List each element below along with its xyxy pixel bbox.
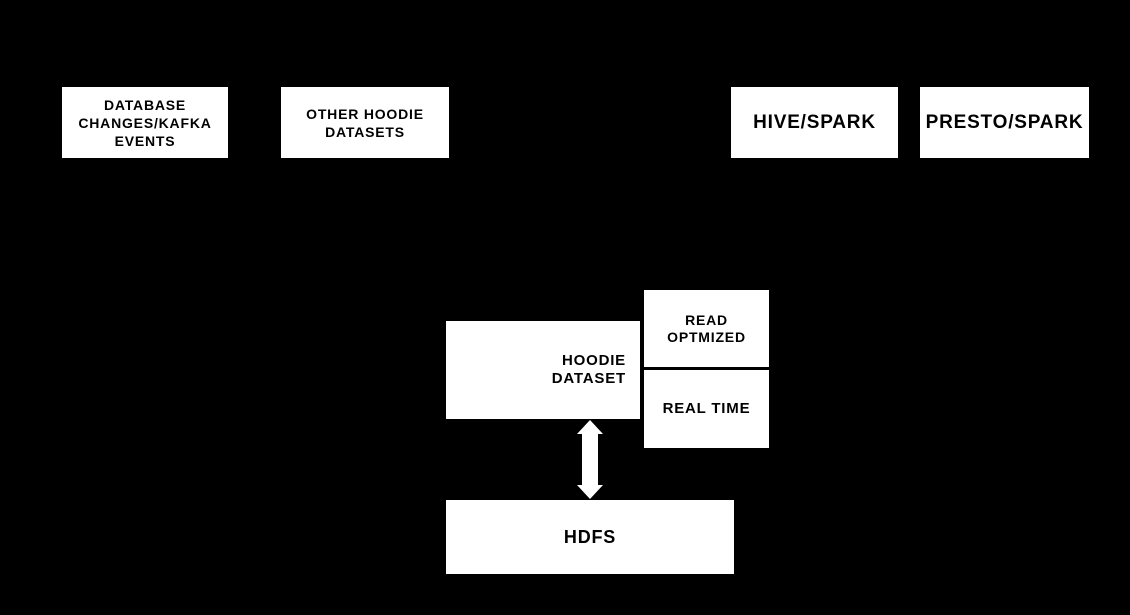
node-real-time-view: REAL TIME [644, 370, 769, 448]
node-database-changes-kafka-events: DATABASE CHANGES/KAFKA EVENTS [62, 87, 228, 158]
node-hdfs: HDFS [446, 500, 734, 574]
node-label-line: OPTMIZED [667, 328, 746, 345]
node-label-line: CHANGES/KAFKA [78, 114, 212, 131]
node-label-line: EVENTS [114, 132, 176, 149]
node-label-line: DATABASE [103, 96, 187, 113]
node-label-line: PRESTO/SPARK [925, 111, 1084, 133]
node-label-line: REAL TIME [662, 400, 751, 417]
node-presto-spark: PRESTO/SPARK [920, 87, 1089, 158]
double-arrow-icon [577, 420, 603, 499]
node-label-line: HIVE/SPARK [753, 111, 876, 133]
node-label-line: DATASET [551, 370, 626, 387]
node-hoodie-dataset: HOODIE DATASET [446, 321, 640, 419]
node-hive-spark: HIVE/SPARK [731, 87, 898, 158]
node-label-line: HDFS [563, 527, 617, 547]
node-label-line: DATASETS [325, 123, 405, 140]
node-label-line: HOODIE [562, 352, 626, 369]
node-label-line: READ [685, 311, 728, 328]
node-read-optimized-view: READ OPTMIZED [644, 290, 769, 367]
node-other-hoodie-datasets: OTHER HOODIE DATASETS [281, 87, 449, 158]
node-label-line: OTHER HOODIE [306, 105, 424, 122]
